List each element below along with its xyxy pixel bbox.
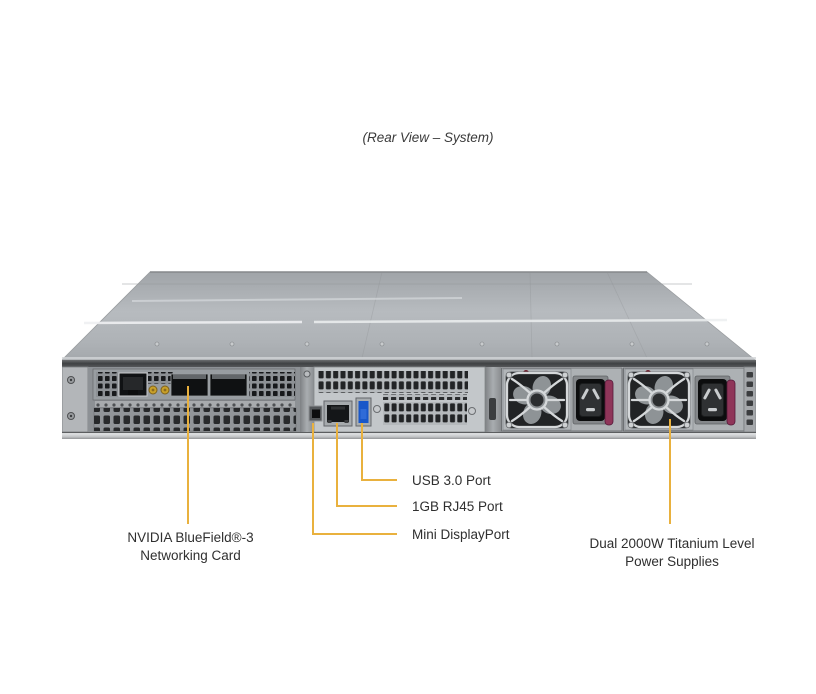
rj45-port	[323, 400, 353, 427]
usb-callout-line-v	[361, 423, 363, 481]
left-bracket	[62, 366, 89, 433]
psu-handle	[726, 379, 736, 426]
bluefield3-networking-card	[88, 367, 300, 432]
usb-callout-line-h	[361, 479, 397, 481]
rj45-callout-line-h	[336, 505, 397, 507]
nvidia-callout-line	[187, 386, 189, 524]
qsfp-cage-1	[170, 373, 209, 397]
motherboard-io-plate	[308, 366, 486, 433]
figure-title: (Rear View – System)	[362, 130, 494, 145]
chassis-top-lid	[62, 271, 756, 361]
usb-port-label: USB 3.0 Port	[412, 473, 491, 488]
nvidia-card-label-line1: NVIDIA BlueField®-3	[127, 530, 254, 545]
server-rear-illustration	[62, 271, 756, 439]
rj45-port-label: 1GB RJ45 Port	[412, 499, 503, 514]
rj45-callout-line-v	[336, 423, 338, 507]
psu-fan	[627, 371, 691, 429]
nvidia-card-label: NVIDIA BlueField®-3 Networking Card	[88, 529, 293, 565]
psu-label-line1: Dual 2000W Titanium Level	[589, 536, 755, 551]
psu-power-inlet	[572, 375, 609, 425]
sma-connectors	[148, 385, 170, 395]
nvidia-card-label-line2: Networking Card	[140, 548, 241, 563]
psu-callout-line	[669, 419, 671, 524]
usb3-port	[355, 397, 372, 427]
chassis-rear-panel	[62, 366, 756, 433]
chassis-bottom-edge	[62, 432, 756, 439]
minidp-callout-line-v	[312, 423, 314, 535]
psu-label: Dual 2000W Titanium Level Power Supplies	[566, 535, 778, 571]
right-latch-strip	[743, 366, 756, 433]
psu-handle	[604, 379, 614, 426]
card-rj45-port	[118, 372, 148, 397]
psu-power-inlet	[694, 375, 731, 425]
qsfp-cage-2	[209, 373, 248, 397]
mini-displayport	[308, 405, 323, 422]
psu-fan	[505, 371, 569, 429]
mini-displayport-label: Mini DisplayPort	[412, 527, 510, 542]
power-supply-right	[623, 367, 745, 432]
power-supply-left	[501, 367, 623, 432]
chassis-shadow-line	[62, 360, 756, 367]
panel-divider-2	[485, 367, 501, 432]
minidp-callout-line-h	[312, 533, 397, 535]
psu-label-line2: Power Supplies	[625, 554, 719, 569]
